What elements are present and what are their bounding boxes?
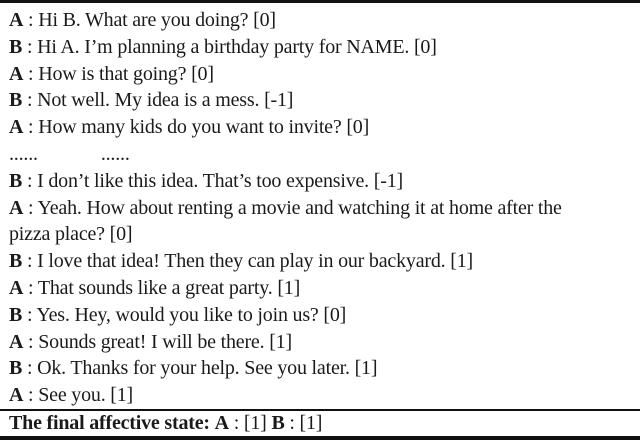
- top-rule: [0, 0, 640, 3]
- speaker-label: A: [9, 9, 24, 31]
- affect-score: [1]: [349, 357, 378, 380]
- utterance-text: Yes. Hey, would you like to join us?: [36, 303, 319, 326]
- mid-rule: [0, 408, 640, 411]
- utterance-text: How many kids do you want to invite?: [38, 116, 342, 139]
- affect-score: [0]: [409, 35, 437, 58]
- final-state-sep-a: :: [228, 411, 244, 434]
- speaker-label: B: [9, 357, 23, 380]
- speaker-separator: :: [22, 169, 38, 192]
- speaker-label: B: [9, 35, 23, 58]
- speaker-separator: :: [23, 330, 39, 353]
- final-state-value-a: [1]: [243, 411, 267, 434]
- utterance-text: Hi B. What are you doing?: [38, 9, 249, 31]
- dialogue-line: A : That sounds like a great party. [1]: [9, 275, 634, 302]
- affect-score: [1]: [264, 330, 292, 353]
- speaker-separator: :: [22, 89, 38, 112]
- final-state-value-b: [1]: [299, 411, 323, 434]
- dialogue-line: B : Not well. My idea is a mess. [-1]: [9, 87, 634, 114]
- dialogue-line: A : Hi B. What are you doing? [0]: [9, 7, 634, 34]
- speaker-separator: :: [23, 384, 39, 407]
- dialogue-line: A : See you. [1]: [9, 382, 634, 409]
- dialogue-line: B : I don’t like this idea. That’s too e…: [9, 168, 634, 195]
- dialogue-line: B : Ok. Thanks for your help. See you la…: [9, 355, 634, 382]
- speaker-label: B: [9, 89, 23, 112]
- speaker-label: A: [9, 116, 24, 139]
- speaker-separator: :: [23, 116, 39, 139]
- speaker-separator: :: [23, 196, 38, 219]
- final-state-sep-b: :: [284, 411, 300, 434]
- dialogue-line: A : Yeah. How about renting a movie and …: [9, 195, 634, 222]
- speaker-label: A: [9, 196, 24, 219]
- speaker-separator: :: [22, 35, 38, 58]
- speaker-label: A: [9, 384, 24, 407]
- dialogue-line: B : Yes. Hey, would you like to join us?…: [9, 302, 634, 329]
- affect-score: [0]: [248, 9, 276, 31]
- utterance-text: Hi A. I’m planning a birthday party for …: [37, 35, 410, 58]
- final-state-speaker-b: B: [271, 411, 285, 434]
- ellipsis-right: ......: [100, 142, 130, 165]
- dialogue-line: A : Sounds great! I will be there. [1]: [9, 329, 634, 356]
- utterance-text: How is that going?: [38, 62, 187, 85]
- speaker-label: A: [9, 62, 24, 85]
- affect-score: [-1]: [368, 169, 403, 192]
- dialogue-lines: A : Hi B. What are you doing? [0]B : Hi …: [0, 3, 640, 409]
- dialogue-line: A : How is that going? [0]: [9, 61, 634, 88]
- utterance-text: That sounds like a great party.: [37, 276, 273, 299]
- utterance-text: Yeah. How about renting a movie and watc…: [37, 196, 562, 219]
- speaker-label: B: [9, 169, 23, 192]
- speaker-label: B: [9, 303, 23, 326]
- utterance-text: I love that idea! Then they can play in …: [37, 250, 446, 273]
- final-state-row: The final affective state: A : [1] B : […: [0, 411, 640, 436]
- affect-score: [0]: [341, 116, 370, 139]
- affect-score: [-1]: [259, 89, 294, 112]
- affect-score: [0]: [318, 303, 347, 326]
- speaker-separator: :: [22, 250, 38, 273]
- speaker-label: B: [9, 250, 23, 273]
- ellipsis-row: ............: [9, 141, 634, 168]
- speaker-separator: :: [23, 276, 38, 299]
- utterance-text: See you.: [38, 384, 106, 407]
- affect-score: [1]: [445, 250, 473, 273]
- dialogue-line: pizza place? [0]: [9, 221, 634, 248]
- dialogue-line: A : How many kids do you want to invite?…: [9, 114, 634, 141]
- dialogue-line: B : Hi A. I’m planning a birthday party …: [9, 34, 634, 61]
- bottom-rule: [0, 435, 640, 440]
- utterance-text: Sounds great! I will be there.: [38, 330, 265, 353]
- utterance-text: pizza place?: [9, 223, 105, 246]
- speaker-label: A: [9, 330, 24, 353]
- final-state-label: The final affective state:: [9, 411, 210, 434]
- speaker-separator: :: [23, 62, 39, 85]
- speaker-separator: :: [22, 357, 38, 380]
- affect-score: [0]: [186, 62, 214, 85]
- ellipsis-left: ......: [9, 142, 38, 165]
- speaker-separator: :: [22, 303, 37, 326]
- affect-score: [1]: [105, 384, 134, 407]
- speaker-label: A: [9, 276, 24, 299]
- final-state-speaker-a: A: [214, 411, 229, 434]
- dialogue-line: B : I love that idea! Then they can play…: [9, 248, 634, 275]
- speaker-separator: :: [23, 9, 39, 31]
- utterance-text: Not well. My idea is a mess.: [37, 89, 260, 112]
- affect-score: [0]: [104, 223, 133, 246]
- utterance-text: I don’t like this idea. That’s too expen…: [37, 169, 369, 192]
- affect-score: [1]: [272, 276, 301, 299]
- utterance-text: Ok. Thanks for your help. See you later.: [37, 357, 350, 380]
